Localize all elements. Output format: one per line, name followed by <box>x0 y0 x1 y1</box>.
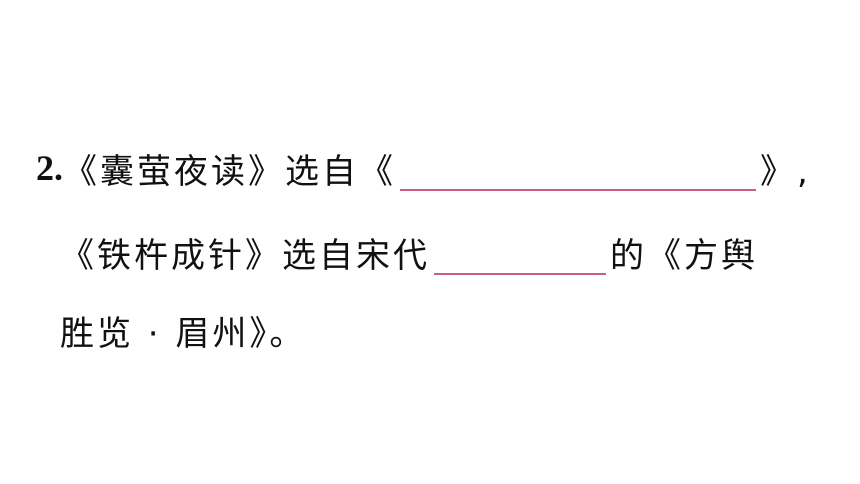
answer-blank-1[interactable] <box>400 153 756 191</box>
question-line-2: 《铁杵成针》选自宋代 的《方舆 <box>60 228 758 276</box>
answer-blank-2[interactable] <box>434 237 606 275</box>
question-line-3: 胜览 · 眉州》。 <box>60 306 306 354</box>
question-number: 2. <box>36 148 63 188</box>
line-2-text-before-blank: 《铁杵成针》选自宋代 <box>60 235 430 276</box>
line-1-text-after-blank: 》, <box>760 151 811 192</box>
question-line-1: 2. 《囊萤夜读》选自《 》, <box>36 144 811 192</box>
line-1-text-before-blank: 《囊萤夜读》选自《 <box>63 151 396 192</box>
line-3-text: 胜览 · 眉州》。 <box>60 313 307 354</box>
line-2-text-after-blank: 的《方舆 <box>610 235 758 276</box>
